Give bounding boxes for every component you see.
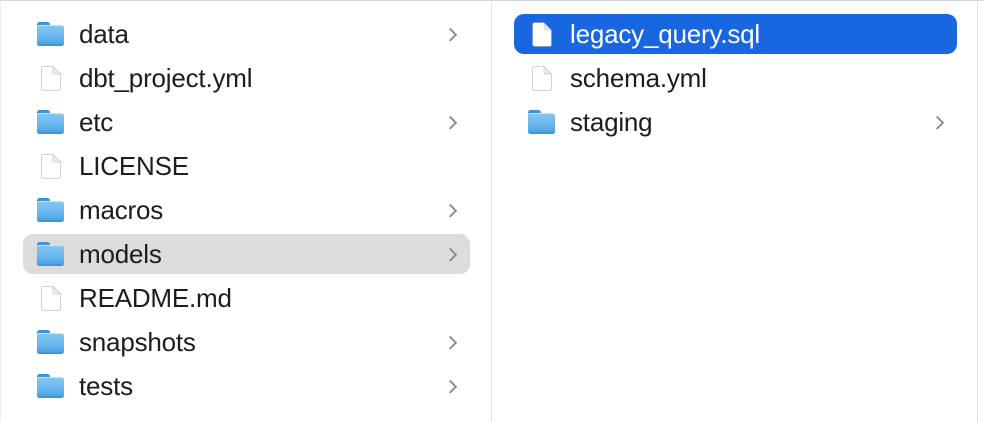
chevron-right-icon	[443, 115, 458, 130]
document-icon	[531, 64, 553, 91]
chevron-right-icon	[443, 247, 458, 262]
document-icon	[40, 64, 62, 91]
folder-icon	[37, 22, 64, 46]
document-icon	[40, 284, 62, 311]
finder-column-next-empty	[978, 1, 984, 422]
file-name: dbt_project.yml	[79, 63, 253, 93]
folder-icon	[528, 110, 555, 134]
file-row[interactable]: staging	[514, 102, 957, 142]
file-name: README.md	[79, 283, 232, 313]
finder-column-parent: data dbt_project.yml etc LICENSE	[1, 1, 492, 422]
file-row[interactable]: README.md	[23, 278, 470, 318]
file-name: models	[79, 239, 162, 269]
file-name: schema.yml	[570, 63, 707, 93]
file-name: tests	[79, 371, 133, 401]
chevron-right-icon	[443, 335, 458, 350]
file-row[interactable]: snapshots	[23, 322, 470, 362]
file-name: LICENSE	[79, 151, 189, 181]
file-row[interactable]: data	[23, 14, 470, 54]
file-row[interactable]: tests	[23, 366, 470, 406]
chevron-right-icon	[443, 27, 458, 42]
file-name: data	[79, 19, 129, 49]
finder-column-current: legacy_query.sql schema.yml staging	[492, 1, 978, 422]
folder-icon	[37, 330, 64, 354]
file-row[interactable]: models	[23, 234, 470, 274]
file-name: macros	[79, 195, 164, 225]
file-name: etc	[79, 107, 114, 137]
chevron-right-icon	[930, 115, 945, 130]
file-row[interactable]: etc	[23, 102, 470, 142]
file-row[interactable]: LICENSE	[23, 146, 470, 186]
document-icon	[531, 20, 553, 47]
folder-icon	[37, 198, 64, 222]
file-name: snapshots	[79, 327, 196, 357]
folder-icon	[37, 242, 64, 266]
folder-icon	[37, 110, 64, 134]
chevron-right-icon	[443, 379, 458, 394]
file-row[interactable]: legacy_query.sql	[514, 14, 957, 54]
folder-icon	[37, 374, 64, 398]
file-name: legacy_query.sql	[570, 19, 760, 49]
document-icon	[40, 152, 62, 179]
file-row[interactable]: schema.yml	[514, 58, 957, 98]
file-row[interactable]: dbt_project.yml	[23, 58, 470, 98]
chevron-right-icon	[443, 203, 458, 218]
file-row[interactable]: macros	[23, 190, 470, 230]
file-name: staging	[570, 107, 653, 137]
